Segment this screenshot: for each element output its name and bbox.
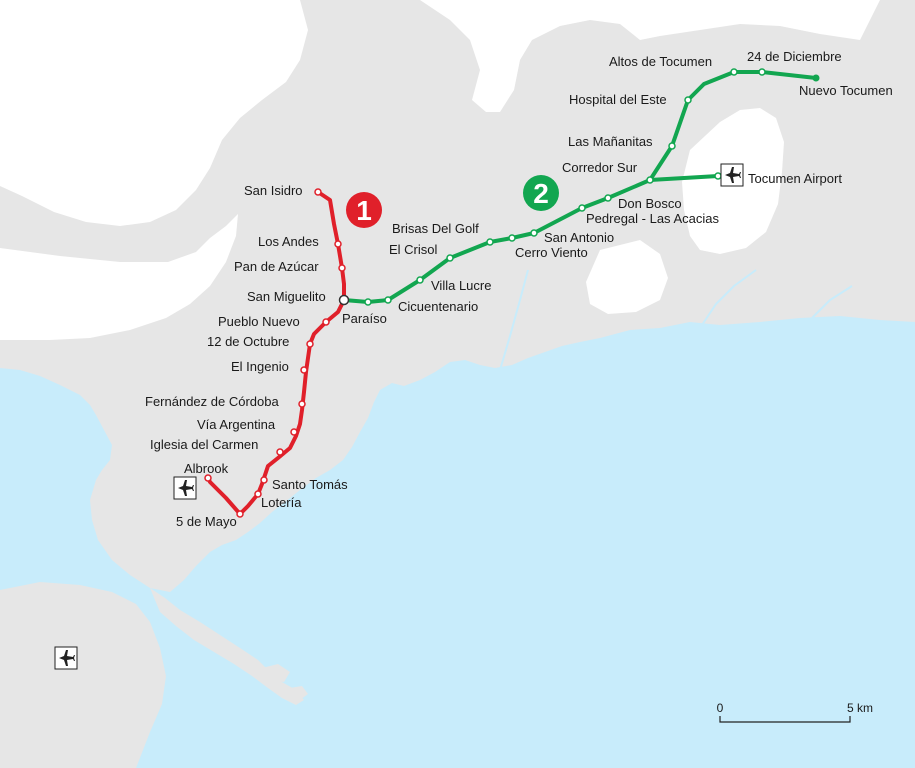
station-marker[interactable] [322, 318, 330, 326]
station-label-villa-lucre: Villa Lucre [431, 278, 491, 293]
station-marker[interactable] [260, 476, 268, 484]
station-marker[interactable] [276, 448, 284, 456]
line-2-badge-circle [523, 175, 559, 211]
station-label-el-ingenio: El Ingenio [231, 359, 289, 374]
station-marker[interactable] [306, 340, 314, 348]
station-marker[interactable] [204, 474, 212, 482]
airplane-icon [178, 480, 194, 496]
station-marker[interactable] [486, 238, 494, 246]
station-label-24-de-diciembre: 24 de Diciembre [747, 49, 842, 64]
station-marker[interactable] [668, 142, 676, 150]
station-marker[interactable] [446, 254, 454, 262]
scale-bar-start-label: 0 [717, 701, 724, 715]
station-marker[interactable] [298, 400, 306, 408]
station-label-san-miguelito: San Miguelito [247, 289, 326, 304]
airplane-icon [725, 167, 741, 183]
station-label-cerro-viento: Cerro Viento [515, 245, 588, 260]
station-label-fernandez-de-cordoba: Fernández de Córdoba [145, 394, 279, 409]
station-marker[interactable] [254, 490, 262, 498]
station-label-cicuentenario: Cicuentenario [398, 299, 478, 314]
station-label-pueblo-nuevo: Pueblo Nuevo [218, 314, 300, 329]
albrook-airport-icon [173, 476, 197, 500]
land-main [0, 0, 915, 592]
land-peninsula [150, 588, 304, 705]
station-marker[interactable] [338, 264, 346, 272]
line-1-badge-circle [346, 192, 382, 228]
inland-area [586, 240, 668, 314]
line-1-badge: 1 [346, 192, 382, 228]
river [499, 269, 529, 371]
airplane-icon [59, 650, 75, 666]
station-marker[interactable] [364, 298, 372, 306]
station-marker[interactable] [730, 68, 738, 76]
station-marker[interactable] [604, 194, 612, 202]
station-marker[interactable] [758, 68, 766, 76]
inland-area [0, 214, 238, 340]
station-marker[interactable] [578, 204, 586, 212]
scale-bar-line [719, 716, 851, 723]
station-label-san-isidro: San Isidro [244, 183, 303, 198]
station-label-iglesia-del-carmen: Iglesia del Carmen [150, 437, 258, 452]
station-label-santo-tomas: Santo Tomás [272, 477, 348, 492]
land-west [0, 582, 166, 768]
station-label-el-crisol: El Crisol [389, 242, 438, 257]
station-marker[interactable] [646, 176, 654, 184]
inland-area [310, 0, 880, 112]
station-marker[interactable] [812, 74, 820, 82]
station-marker[interactable] [384, 296, 392, 304]
land-island [262, 664, 290, 682]
station-label-pedregal: Pedregal - Las Acacias [586, 211, 719, 226]
howard-airport-icon [54, 646, 78, 670]
river [699, 269, 757, 329]
line-2-badge: 2 [523, 175, 559, 211]
line-2-badge-number: 2 [533, 178, 549, 209]
station-label-5-de-mayo: 5 de Mayo [176, 514, 237, 529]
station-label-san-antonio: San Antonio [544, 230, 614, 245]
tocumen-airport-icon [720, 163, 744, 187]
station-label-las-mananitas: Las Mañanitas [568, 134, 653, 149]
interchange-san-miguelito[interactable] [338, 294, 350, 306]
station-label-don-bosco: Don Bosco [618, 196, 682, 211]
river [811, 285, 853, 319]
station-marker[interactable] [530, 229, 538, 237]
station-marker[interactable] [416, 276, 424, 284]
station-label-paraiso: Paraíso [342, 311, 387, 326]
scale-bar: 0 5 km [717, 701, 873, 723]
scale-bar-end-label: 5 km [847, 701, 873, 715]
station-label-brisas-del-golf: Brisas Del Golf [392, 221, 479, 236]
line-1-badge-number: 1 [356, 195, 372, 226]
station-label-via-argentina: Vía Argentina [197, 417, 276, 432]
airport-label-tocumen: Tocumen Airport [748, 171, 842, 186]
station-label-hospital-del-este: Hospital del Este [569, 92, 667, 107]
station-marker[interactable] [290, 428, 298, 436]
station-label-12-de-octubre: 12 de Octubre [207, 334, 289, 349]
station-label-altos-de-tocumen: Altos de Tocumen [609, 54, 712, 69]
station-marker[interactable] [236, 510, 244, 518]
station-marker[interactable] [508, 234, 516, 242]
station-label-albrook: Albrook [184, 461, 229, 476]
station-label-corredor-sur: Corredor Sur [562, 160, 638, 175]
line-2-airport-branch [648, 174, 720, 182]
station-label-nuevo-tocumen: Nuevo Tocumen [799, 83, 893, 98]
station-label-los-andes: Los Andes [258, 234, 319, 249]
station-marker[interactable] [684, 96, 692, 104]
station-marker[interactable] [314, 188, 322, 196]
land-island [290, 686, 308, 700]
station-marker[interactable] [334, 240, 342, 248]
station-label-loteria: Lotería [261, 495, 302, 510]
inland-area [0, 0, 308, 226]
station-marker[interactable] [300, 366, 308, 374]
station-marker[interactable] [714, 172, 722, 180]
station-label-pan-de-azucar: Pan de Azúcar [234, 259, 319, 274]
